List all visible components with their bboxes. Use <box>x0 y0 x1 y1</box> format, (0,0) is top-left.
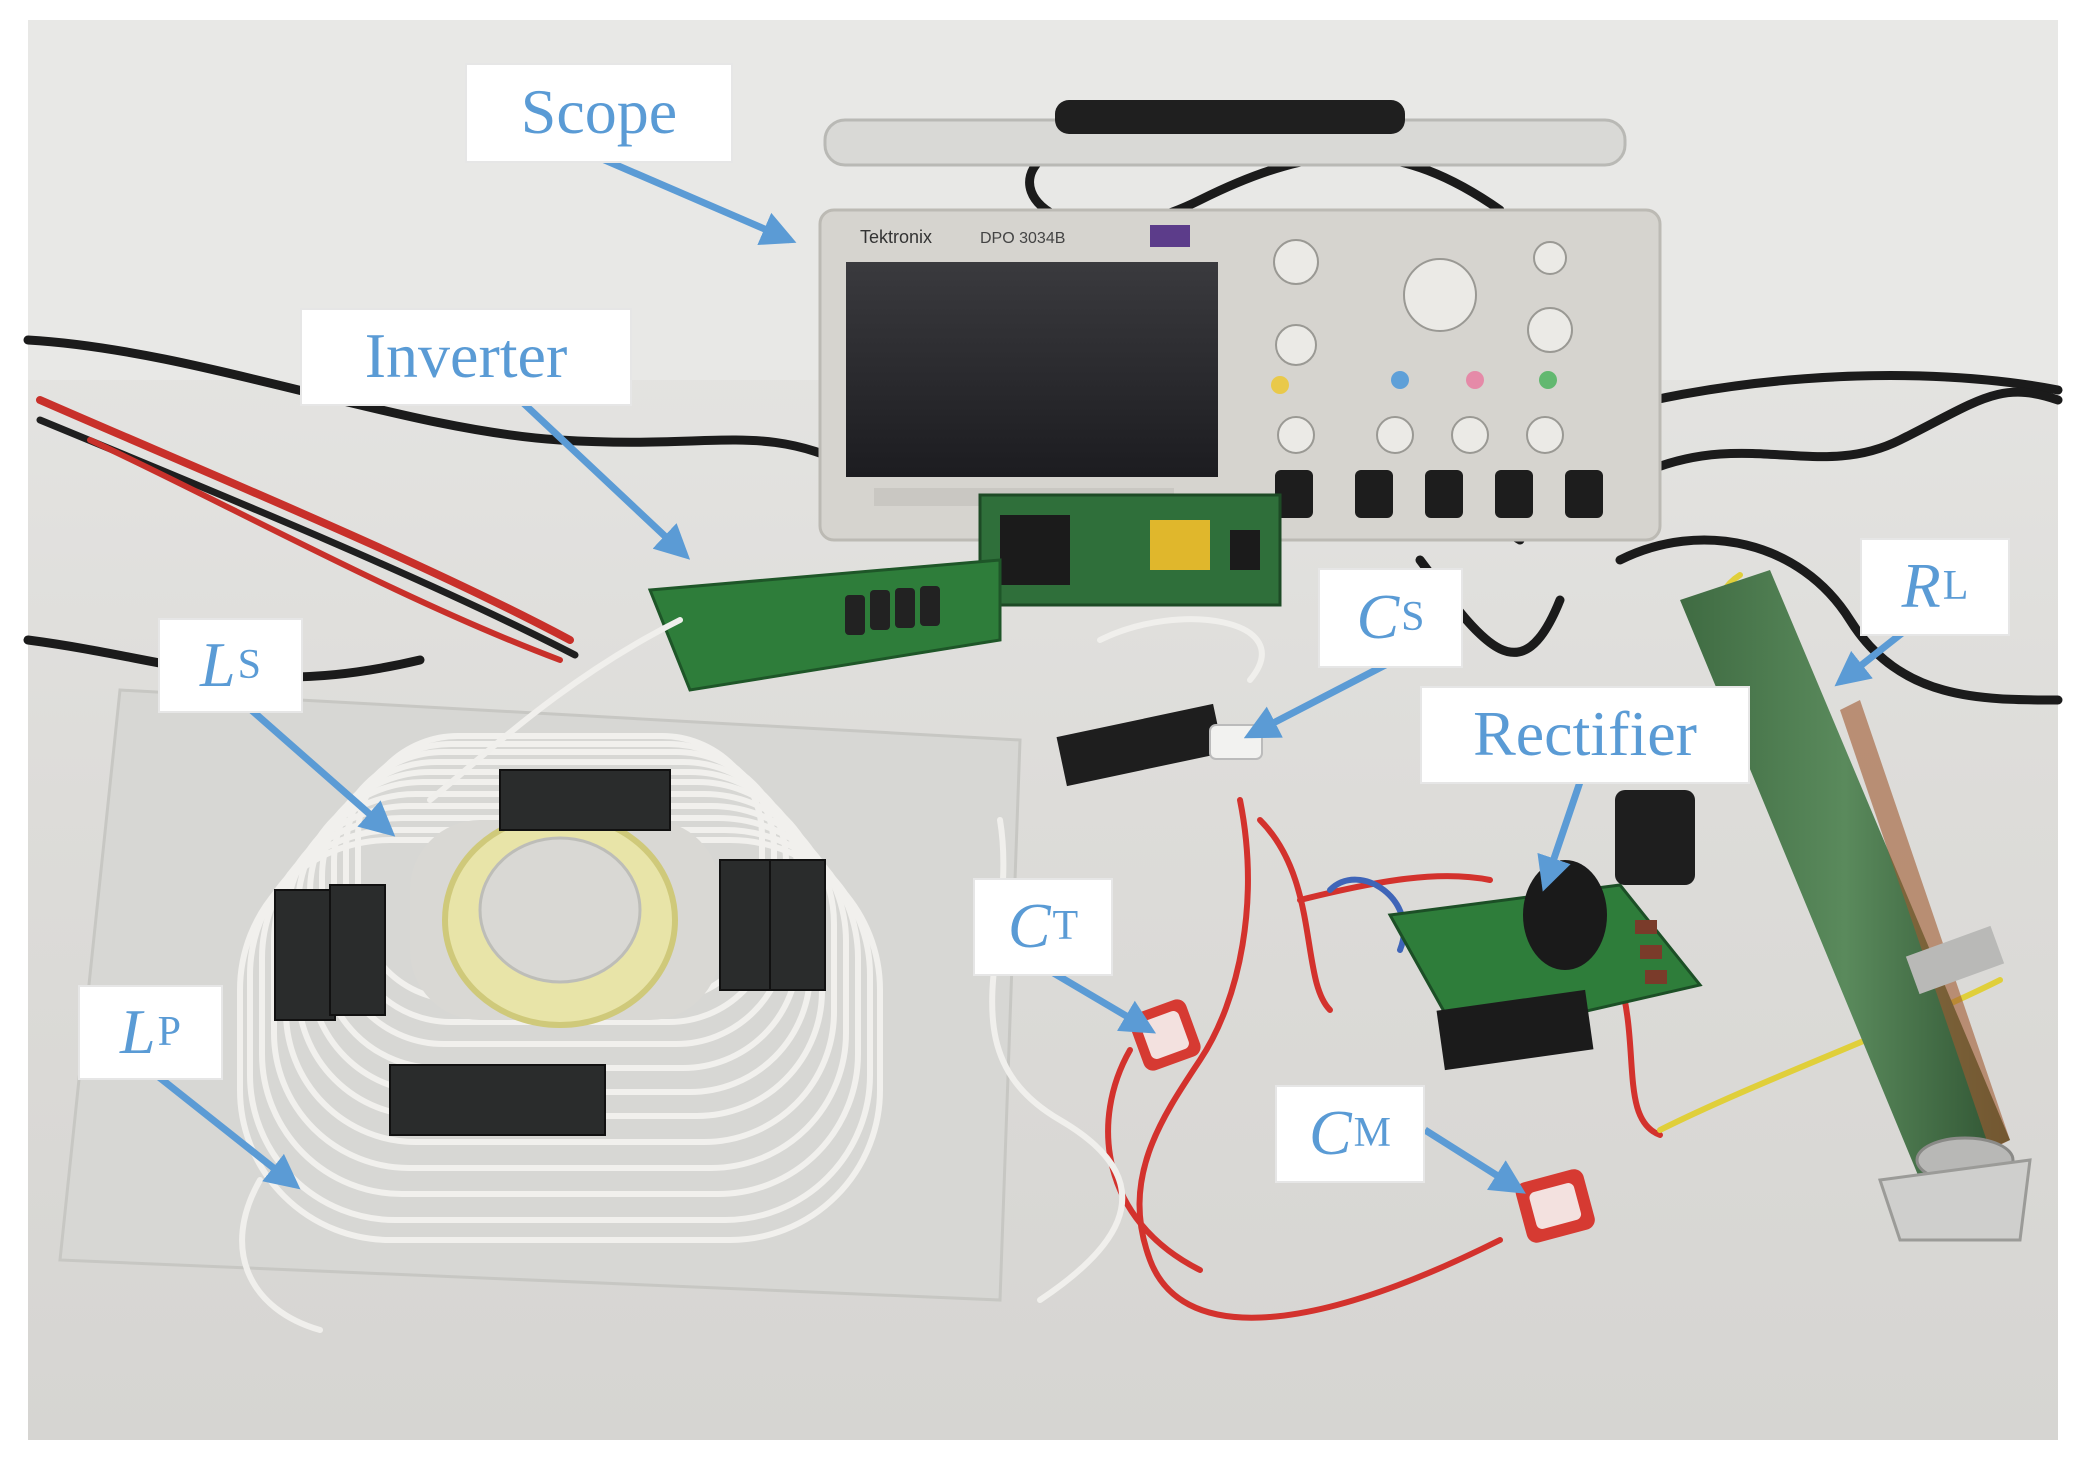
label-cm-symbol: C <box>1308 1097 1352 1168</box>
supply-leads <box>36 396 579 663</box>
label-ls-symbol: L <box>200 628 236 700</box>
label-inverter: Inverter <box>300 308 632 406</box>
load-resistor <box>1680 570 2032 1242</box>
ls-arrow <box>237 697 396 837</box>
cs-arrow <box>1243 656 1397 739</box>
label-rl-subscript: L <box>1942 563 1969 609</box>
scope-screen <box>846 262 1218 477</box>
label-rectifier-text: Rectifier <box>1473 698 1697 769</box>
label-scope-text: Scope <box>520 76 678 147</box>
label-cs-symbol: C <box>1356 581 1400 652</box>
ferrite-bars <box>274 769 826 1136</box>
scope-arrow <box>598 154 797 245</box>
label-ls-subscript: S <box>237 641 261 688</box>
label-cs-subscript: S <box>1401 594 1425 640</box>
inverter-board <box>647 493 1282 787</box>
label-lp-symbol: L <box>120 995 156 1067</box>
label-inverter-text: Inverter <box>364 320 568 391</box>
scope-model-text: DPO 3034B <box>980 230 1065 247</box>
rectifier-board <box>1387 790 1703 1071</box>
label-lp-subscript: P <box>157 1008 181 1055</box>
label-ct-symbol: C <box>1007 890 1051 961</box>
inverter-arrow <box>517 397 691 560</box>
label-cm-subscript: M <box>1353 1110 1392 1156</box>
ct-arrow <box>1043 964 1157 1034</box>
cm-arrow <box>1423 1127 1526 1194</box>
scope-brand-text: Tektronix <box>860 227 932 247</box>
label-rectifier: Rectifier <box>1420 686 1750 784</box>
rectifier-arrow <box>1537 780 1584 892</box>
label-scope: Scope <box>465 63 733 163</box>
lp-arrow <box>147 1067 301 1190</box>
oscilloscope: Tektronix DPO 3034B <box>818 100 1662 542</box>
label-ct-subscript: T <box>1052 903 1079 949</box>
label-rl-symbol: R <box>1901 550 1941 621</box>
